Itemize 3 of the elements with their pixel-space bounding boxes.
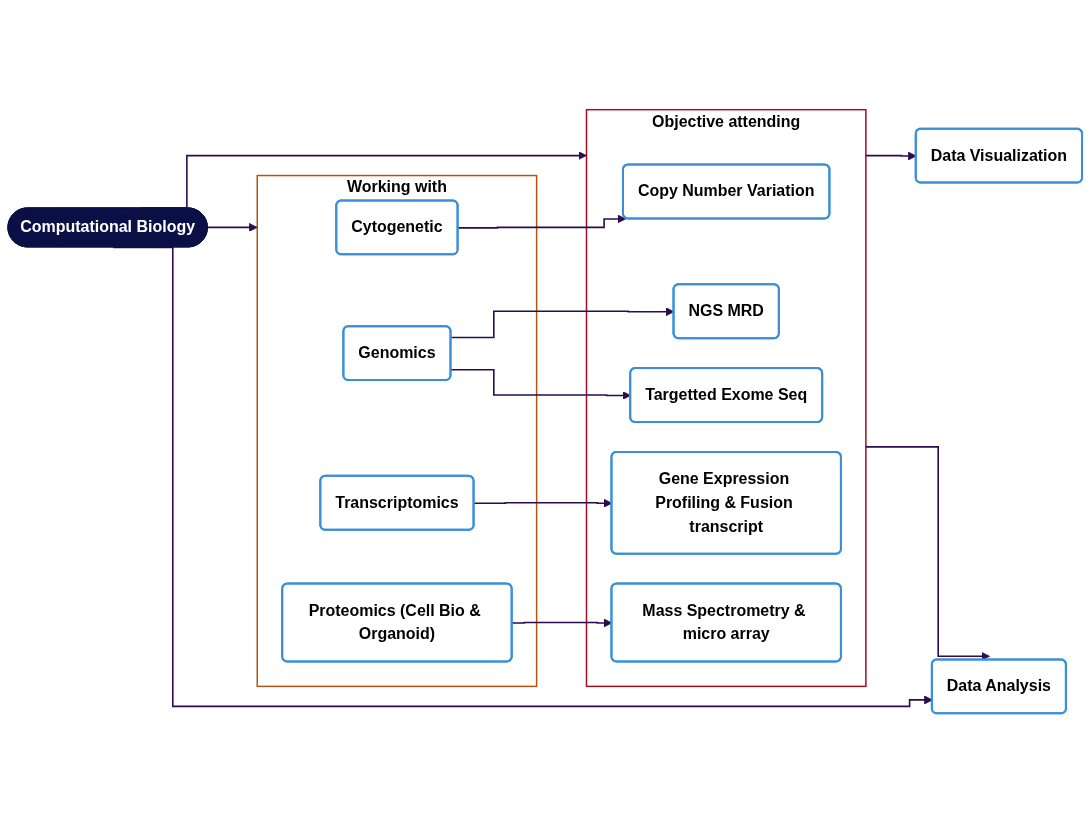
arrow <box>865 446 990 661</box>
arrow <box>206 223 258 232</box>
arrow <box>457 214 627 229</box>
